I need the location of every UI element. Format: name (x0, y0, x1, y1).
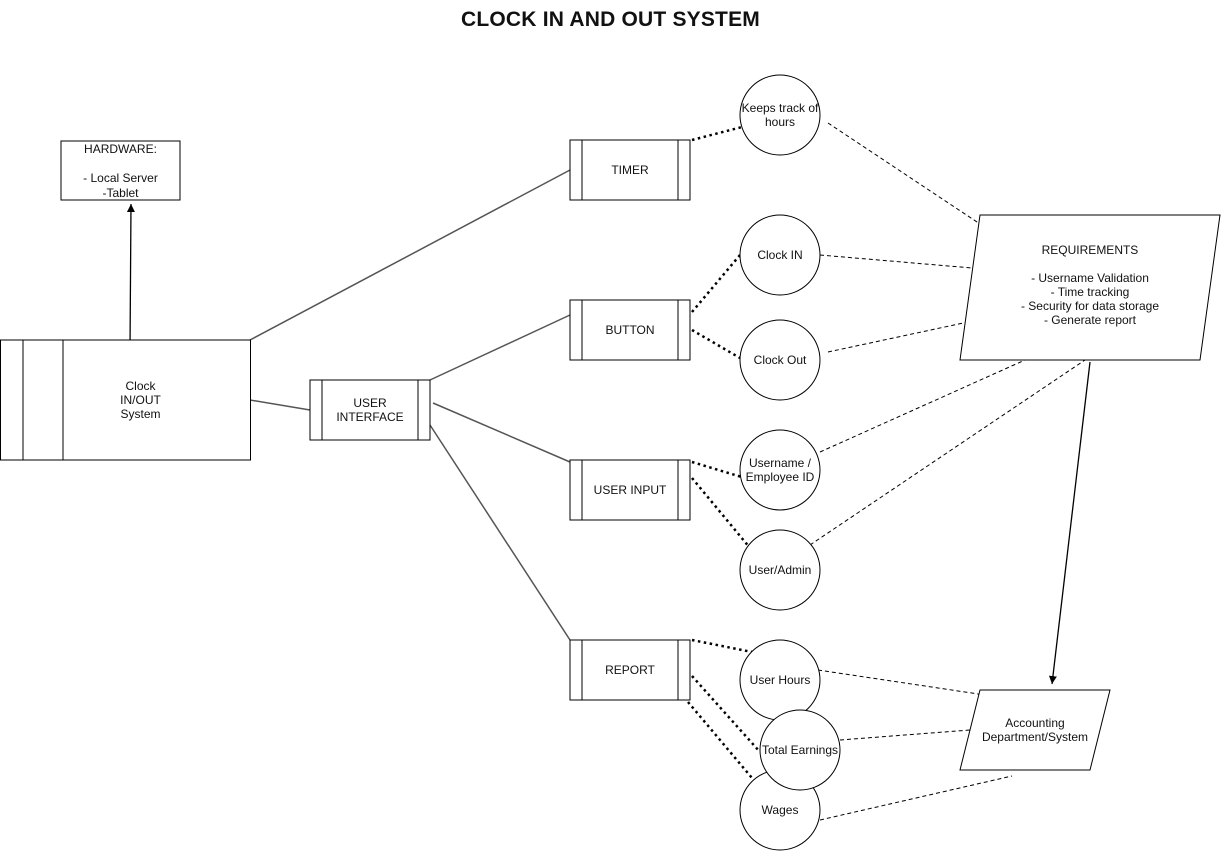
accounting-label: Accounting Department/System (981, 716, 1089, 744)
dash-hours-req (827, 122, 981, 225)
system-box (0, 339, 251, 461)
dotted-connectors (687, 125, 761, 779)
total-earnings-label: Total Earnings (761, 743, 839, 757)
user-admin-circle (739, 529, 821, 611)
connector-system-ui (249, 399, 311, 411)
clock-in-circle (739, 214, 821, 296)
dot-button-clockin (691, 254, 741, 313)
dot-report-wages (687, 701, 753, 779)
solid-connectors (249, 169, 571, 641)
system-label: Clock IN/OUT System (120, 379, 161, 421)
user-admin-label: User/Admin (748, 563, 812, 577)
ui-label: USER INTERFACE (336, 396, 404, 424)
hours-circle (739, 74, 821, 156)
dot-timer-hours (691, 125, 743, 142)
connector-ui-report (429, 424, 571, 641)
username-label: Username / Employee ID (745, 456, 815, 484)
requirements-label: REQUIREMENTS - Username Validation - Tim… (1020, 243, 1160, 327)
hardware-box (60, 140, 181, 201)
connector-system-timer (249, 169, 571, 341)
timer-box (569, 139, 691, 201)
ui-box (309, 379, 431, 441)
wages-label: Wages (761, 803, 799, 817)
button-label: BUTTON (605, 323, 655, 337)
dash-earnings-acct (839, 729, 971, 741)
dot-report-userhours (691, 638, 753, 654)
total-earnings-circle (759, 709, 841, 791)
clock-out-label: Clock Out (753, 353, 807, 367)
diagram-title: CLOCK IN AND OUT SYSTEM (461, 8, 760, 31)
dashed-connectors (809, 122, 1086, 821)
user-input-box (569, 459, 691, 521)
report-box (569, 639, 691, 701)
button-box (569, 299, 691, 361)
user-hours-label: User Hours (749, 673, 811, 687)
connector-ui-button (429, 314, 571, 381)
dash-clockout-req (827, 321, 969, 353)
dash-clockin-req (819, 254, 973, 269)
report-label: REPORT (605, 663, 655, 677)
dash-admin-req (809, 359, 1086, 546)
dash-userhours-acct (817, 669, 986, 696)
requirements-shape (959, 214, 1221, 361)
arrow-system-hardware (126, 203, 135, 351)
dash-wages-acct (819, 775, 1013, 821)
clock-in-label: Clock IN (757, 248, 803, 262)
dash-username-req (819, 359, 1026, 453)
user-input-label: USER INPUT (593, 483, 667, 497)
username-circle (739, 429, 821, 511)
hardware-label: HARDWARE: - Local Server -Tablet (83, 142, 158, 200)
hours-label: Keeps track of hours (741, 101, 819, 129)
timer-label: TIMER (611, 163, 649, 177)
arrow-requirements-accounting (1048, 361, 1091, 685)
dot-report-earnings (691, 675, 761, 753)
clock-out-circle (739, 319, 821, 401)
dot-button-clockout (691, 328, 741, 360)
accounting-shape (959, 689, 1111, 771)
connector-ui-input (432, 402, 571, 463)
